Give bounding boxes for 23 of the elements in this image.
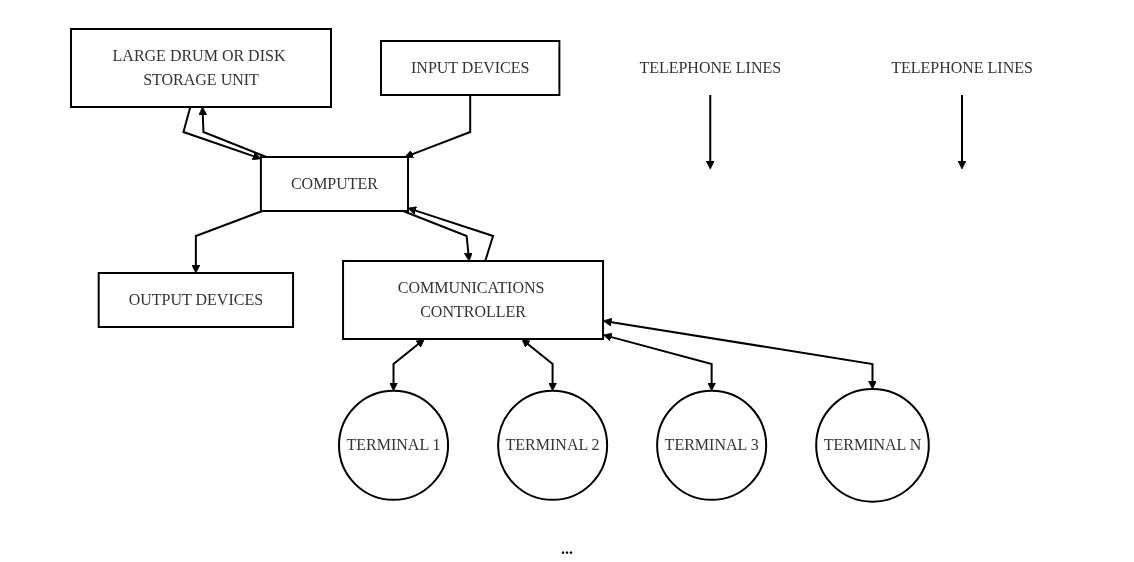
- arrow: [389, 338, 425, 391]
- arrow: [603, 317, 877, 390]
- arrow: [407, 206, 495, 262]
- arrow: [603, 332, 717, 391]
- callout-text: TELEPHONE LINES: [639, 58, 782, 76]
- arrow: [705, 93, 715, 170]
- process-box: COMMUNICATIONS CONTROLLER: [342, 259, 605, 340]
- terminal-circle: TERMINAL 3: [656, 389, 768, 501]
- callout-text: TELEPHONE LINES: [891, 58, 1033, 76]
- ellipsis-label: ...: [561, 540, 573, 557]
- arrow: [404, 93, 472, 158]
- terminal-circle: TERMINAL N: [815, 387, 930, 503]
- process-box: INPUT DEVICES: [380, 39, 561, 96]
- terminal-circle: TERMINAL 1: [338, 389, 450, 501]
- arrow: [402, 209, 473, 262]
- arrow: [191, 209, 264, 274]
- terminal-circle: TERMINAL 2: [497, 389, 609, 501]
- process-box: OUTPUT DEVICES: [97, 271, 295, 328]
- arrow: [957, 93, 967, 170]
- arrow: [182, 105, 262, 160]
- process-box: LARGE DRUM OR DISK STORAGE UNIT: [70, 27, 333, 108]
- process-box: COMPUTER: [259, 155, 410, 212]
- arrow: [521, 338, 558, 391]
